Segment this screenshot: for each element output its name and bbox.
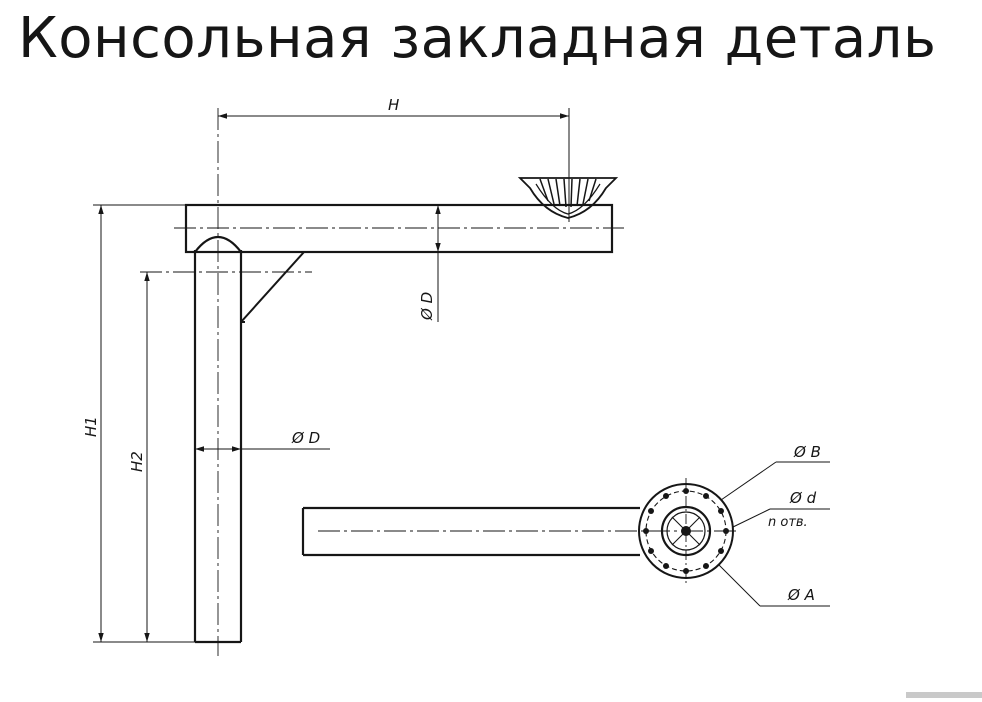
label-H1: H1 [82,416,100,437]
dimension-H: H [218,96,569,119]
label-d: Ø d [789,489,817,507]
flange-plate [638,478,734,584]
scroll-indicator [906,692,982,698]
lamp-fixture [517,108,619,222]
leader-B: Ø B [720,443,830,501]
front-view: H H1 H2 Ø D Ø D [82,96,624,656]
label-H2: H2 [128,451,146,472]
horizontal-arm [174,203,624,254]
bolt-holes [643,488,729,574]
dimension-H1: H1 [82,204,195,643]
label-B: Ø B [793,443,821,461]
arm-plan [301,506,740,557]
label-n-holes: n отв. [768,515,808,530]
leader-A: Ø A [717,563,830,607]
label-A: Ø A [787,586,815,604]
page-title: Консольная закладная деталь [18,6,937,71]
dimension-H2: H2 [128,272,150,642]
top-view: Ø B Ø d n отв. Ø A [301,443,830,607]
dimension-D-post: Ø D [195,429,330,452]
brace [140,251,312,323]
label-D-post: Ø D [291,429,320,447]
vertical-post [193,108,243,656]
label-H: H [388,96,399,114]
label-D-arm: Ø D [418,292,436,321]
dimension-D-arm: Ø D [418,205,441,322]
leader-d: Ø d n отв. [732,489,830,530]
